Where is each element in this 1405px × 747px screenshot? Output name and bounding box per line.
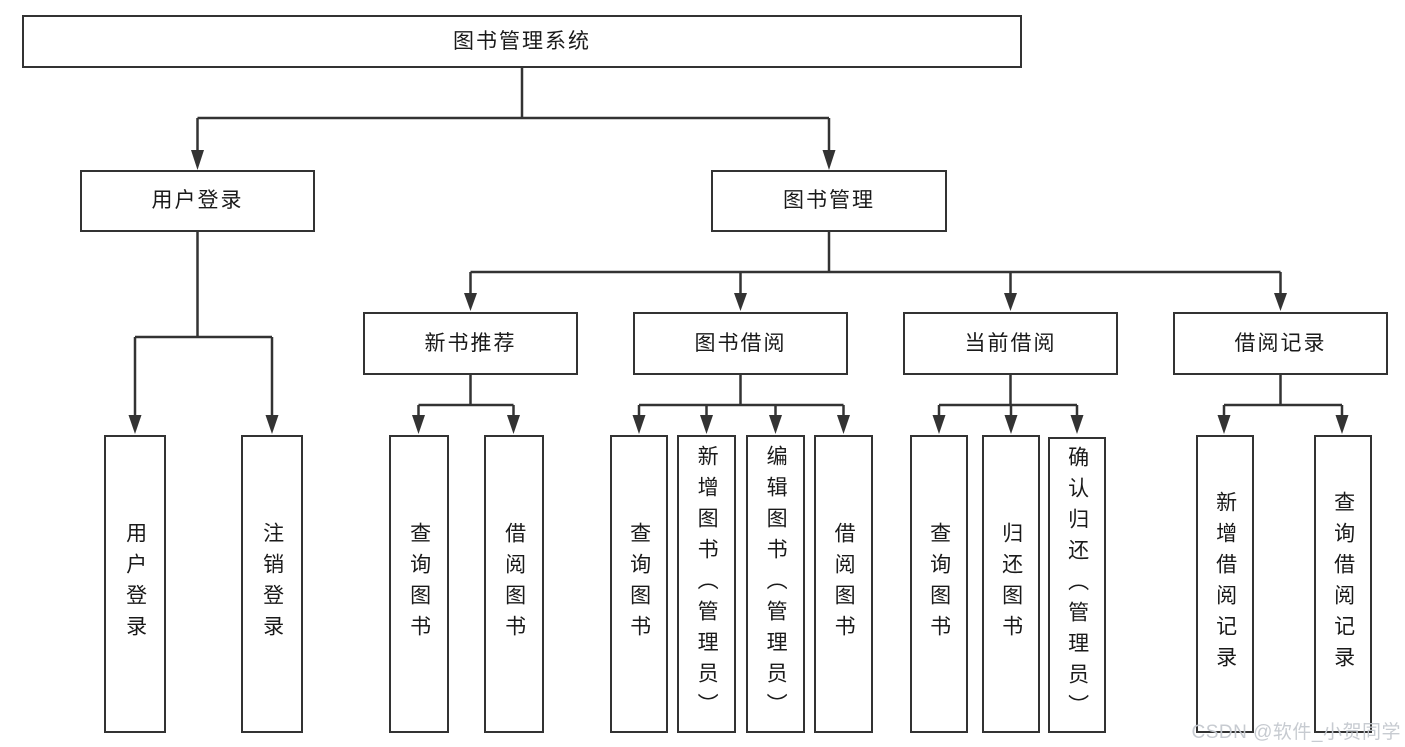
leaf-query-books-borrow: 查询图书 [610,435,668,733]
leaf-edit-book-admin: 编辑图书（管理员） [746,435,805,733]
node-borrow-records: 借阅记录 [1173,312,1388,375]
node-new-book-recommend: 新书推荐 [363,312,578,375]
leaf-confirm-return-admin: 确认归还（管理员） [1048,437,1106,733]
node-current-borrow: 当前借阅 [903,312,1118,375]
node-book-borrow: 图书借阅 [633,312,848,375]
leaf-borrow-books-borrow: 借阅图书 [814,435,873,733]
leaf-user-login: 用户登录 [104,435,166,733]
leaf-borrow-books-recommend: 借阅图书 [484,435,544,733]
node-user-login: 用户登录 [80,170,315,232]
leaf-add-borrow-record: 新增借阅记录 [1196,435,1254,733]
leaf-query-books-recommend: 查询图书 [389,435,449,733]
leaf-query-borrow-record: 查询借阅记录 [1314,435,1372,733]
node-book-management: 图书管理 [711,170,947,232]
leaf-add-book-admin: 新增图书（管理员） [677,435,736,733]
leaf-return-book: 归还图书 [982,435,1040,733]
leaf-query-books-current: 查询图书 [910,435,968,733]
node-root: 图书管理系统 [22,15,1022,68]
leaf-logout: 注销登录 [241,435,303,733]
csdn-watermark: CSDN @软件_小贺同学 [1191,722,1401,743]
